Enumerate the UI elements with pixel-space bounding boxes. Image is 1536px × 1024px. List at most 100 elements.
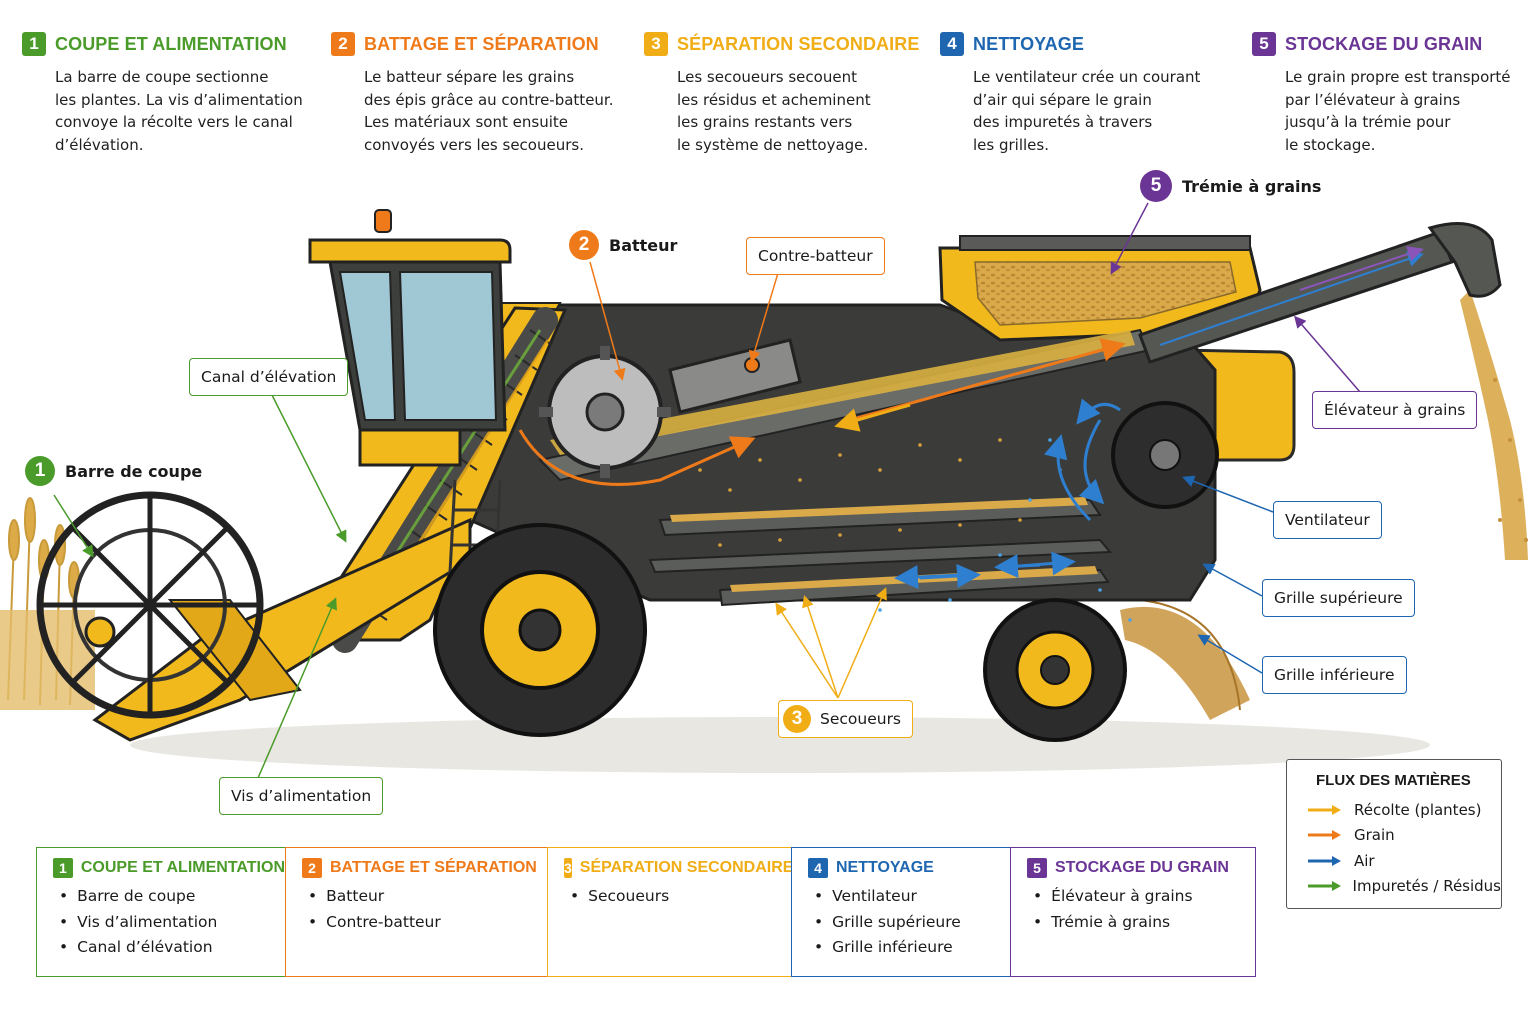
summary-item: Ventilateur bbox=[814, 884, 1010, 910]
step-4-line: d’air qui sépare le grain bbox=[973, 90, 1152, 109]
callout-label: Secoueurs bbox=[820, 710, 902, 728]
step-3-line: le système de nettoyage. bbox=[677, 135, 869, 154]
cab bbox=[308, 209, 512, 467]
arrow-right-icon bbox=[1308, 830, 1341, 841]
summary-step-3: 3 SÉPARATION SECONDAIRE Secoueurs bbox=[547, 847, 794, 977]
step-4-description: 4 NETTOYAGE Le ventilateur crée un coura… bbox=[940, 30, 1200, 156]
arrow-right-icon bbox=[1308, 881, 1341, 892]
callout-vis-alimentation: Vis d’alimentation bbox=[219, 777, 384, 815]
summary-title: STOCKAGE DU GRAIN bbox=[1055, 859, 1229, 876]
legend-label: Récolte (plantes) bbox=[1354, 800, 1482, 819]
straw-discharge bbox=[1120, 599, 1250, 720]
step-4-line: des impuretés à travers bbox=[973, 113, 1153, 131]
legend-item-grain: Grain bbox=[1306, 823, 1501, 849]
summary-title: COUPE ET ALIMENTATION bbox=[80, 859, 285, 876]
summary-item: Trémie à grains bbox=[1033, 910, 1255, 936]
step-1-line: convoye la récolte vers le canal bbox=[55, 113, 293, 131]
step-5-line: le stockage. bbox=[1285, 135, 1376, 154]
step-1-description: 1 COUPE ET ALIMENTATION La barre de coup… bbox=[22, 30, 303, 156]
summary-title: BATTAGE ET SÉPARATION bbox=[330, 859, 537, 876]
summary-step-2: 2 BATTAGE ET SÉPARATION Batteur Contre-b… bbox=[285, 847, 548, 977]
step-2-badge: 2 bbox=[331, 32, 355, 56]
unloading-auger bbox=[1138, 222, 1502, 364]
summary-badge: 4 bbox=[808, 858, 828, 878]
step-3-badge: 3 bbox=[644, 32, 668, 56]
callout-badge: 2 bbox=[569, 230, 599, 260]
callout-elevateur: Élévateur à grains bbox=[1312, 391, 1478, 429]
step-3-description: 3 SÉPARATION SECONDAIRE Les secoueurs se… bbox=[644, 30, 919, 156]
legend-item-air: Air bbox=[1306, 848, 1501, 874]
callout-contre-batteur: Contre-batteur bbox=[746, 237, 885, 275]
summary-item: Canal d’élévation bbox=[59, 935, 285, 961]
step-4-line: Le ventilateur crée un courant bbox=[973, 68, 1201, 86]
step-2-title: BATTAGE ET SÉPARATION bbox=[364, 33, 599, 54]
summary-item: Contre-batteur bbox=[308, 910, 547, 936]
summary-item: Vis d’alimentation bbox=[59, 910, 285, 936]
callout-grille-inferieure: Grille inférieure bbox=[1262, 656, 1407, 694]
callout-badge: 5 bbox=[1140, 170, 1172, 202]
step-2-line: Le batteur sépare les grains bbox=[364, 68, 575, 86]
callout-secoueurs: 3 Secoueurs bbox=[778, 700, 914, 738]
callout-canal-elevation: Canal d’élévation bbox=[189, 358, 349, 396]
step-4-title: NETTOYAGE bbox=[973, 33, 1084, 54]
callout-badge: 1 bbox=[25, 456, 55, 486]
callout-barre-de-coupe: 1 Barre de coupe bbox=[25, 456, 202, 486]
step-2-description: 2 BATTAGE ET SÉPARATION Le batteur sépar… bbox=[331, 30, 614, 156]
step-1-title: COUPE ET ALIMENTATION bbox=[55, 33, 287, 54]
arrow-right-icon bbox=[1308, 855, 1341, 866]
step-5-title: STOCKAGE DU GRAIN bbox=[1285, 33, 1483, 54]
callout-grille-superieure: Grille supérieure bbox=[1262, 579, 1415, 617]
summary-item: Secoueurs bbox=[570, 884, 791, 910]
callout-batteur: 2 Batteur bbox=[569, 230, 677, 260]
grain-pour bbox=[1460, 290, 1528, 560]
step-3-line: les résidus et acheminent bbox=[677, 90, 871, 109]
step-5-line: par l’élévateur à grains bbox=[1285, 90, 1461, 109]
summary-title: SÉPARATION SECONDAIRE bbox=[579, 859, 794, 876]
machine-body bbox=[468, 235, 1296, 622]
legend-label: Air bbox=[1354, 851, 1375, 870]
step-4-badge: 4 bbox=[940, 32, 964, 56]
summary-badge: 2 bbox=[302, 858, 322, 878]
summary-item: Élévateur à grains bbox=[1033, 884, 1255, 910]
summary-badge: 5 bbox=[1027, 858, 1047, 878]
legend-title: FLUX DES MATIÈRES bbox=[1316, 772, 1471, 789]
rear-wheel bbox=[983, 598, 1127, 742]
step-5-description: 5 STOCKAGE DU GRAIN Le grain propre est … bbox=[1252, 30, 1511, 156]
summary-badge: 1 bbox=[53, 858, 73, 878]
arrow-right-icon bbox=[1308, 804, 1341, 815]
step-1-line: d’élévation. bbox=[55, 135, 144, 154]
step-3-line: Les secoueurs secouent bbox=[677, 68, 857, 86]
callout-tremie: 5 Trémie à grains bbox=[1140, 170, 1321, 202]
step-5-line: Le grain propre est transporté bbox=[1285, 68, 1511, 86]
step-2-line: Les matériaux sont ensuite bbox=[364, 113, 568, 131]
step-4-line: les grilles. bbox=[973, 135, 1049, 154]
summary-item: Batteur bbox=[308, 884, 547, 910]
summary-badge: 3 bbox=[564, 858, 572, 878]
front-wheel bbox=[433, 523, 647, 737]
step-1-line: La barre de coupe sectionne bbox=[55, 68, 269, 86]
summary-title: NETTOYAGE bbox=[836, 859, 934, 876]
step-1-line: les plantes. La vis d’alimentation bbox=[55, 90, 303, 109]
legend-item-impuretes: Impuretés / Résidus bbox=[1306, 874, 1501, 900]
summary-step-1: 1 COUPE ET ALIMENTATION Barre de coupe V… bbox=[36, 847, 286, 977]
legend-label: Impuretés / Résidus bbox=[1352, 877, 1501, 896]
callout-badge: 3 bbox=[783, 705, 811, 733]
flow-legend: FLUX DES MATIÈRES Récolte (plantes) Grai… bbox=[1286, 759, 1502, 909]
step-3-line: les grains restants vers bbox=[677, 113, 853, 131]
step-3-title: SÉPARATION SECONDAIRE bbox=[677, 33, 920, 54]
step-1-badge: 1 bbox=[22, 32, 46, 56]
summary-item: Grille inférieure bbox=[814, 935, 1010, 961]
threshing-drum bbox=[518, 346, 756, 486]
step-5-badge: 5 bbox=[1252, 32, 1276, 56]
callout-label: Trémie à grains bbox=[1182, 176, 1322, 196]
summary-item: Barre de coupe bbox=[59, 884, 285, 910]
legend-item-recolte: Récolte (plantes) bbox=[1306, 797, 1501, 823]
callout-ventilateur: Ventilateur bbox=[1273, 501, 1382, 539]
summary-item: Grille supérieure bbox=[814, 910, 1010, 936]
step-2-line: convoyés vers les secoueurs. bbox=[364, 135, 584, 154]
step-5-line: jusqu’à la trémie pour bbox=[1285, 113, 1451, 131]
legend-label: Grain bbox=[1354, 826, 1395, 845]
summary-step-4: 4 NETTOYAGE Ventilateur Grille supérieur… bbox=[791, 847, 1011, 977]
summary-step-5: 5 STOCKAGE DU GRAIN Élévateur à grains T… bbox=[1010, 847, 1256, 977]
